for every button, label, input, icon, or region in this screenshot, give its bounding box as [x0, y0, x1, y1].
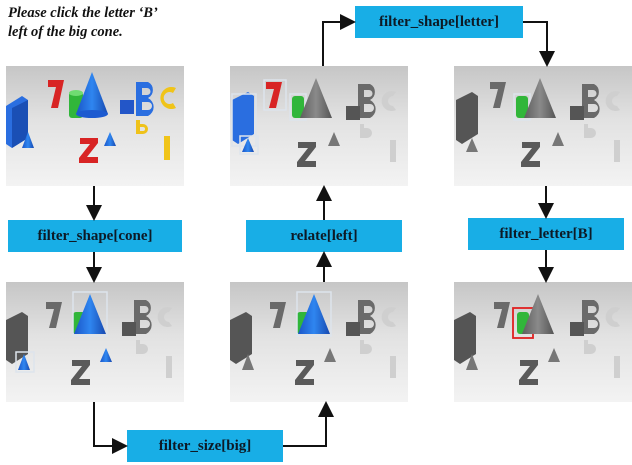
arrow-7 — [322, 14, 356, 66]
arrow-8 — [523, 21, 555, 67]
op-filter-size-big: filter_size[big] — [127, 430, 283, 462]
scene-filter-shape-cone — [6, 282, 184, 402]
scene-filter-letter-b — [454, 282, 632, 402]
scene-filter-shape-letter — [454, 66, 632, 186]
op-filter-size-big-label: filter_size[big] — [158, 437, 252, 454]
op-relate-left: relate[left] — [246, 220, 402, 252]
op-filter-shape-letter-label: filter_shape[letter] — [379, 13, 499, 30]
arrow-3 — [93, 402, 128, 454]
op-filter-shape-cone-label: filter_shape[cone] — [37, 227, 153, 244]
scene-relate-left — [230, 66, 408, 186]
op-relate-left-label: relate[left] — [290, 227, 358, 244]
question-line-2: left of the big cone. — [8, 24, 123, 40]
arrow-4 — [283, 401, 334, 447]
question-line-1: Please click the letter ‘B’ — [8, 5, 158, 21]
op-filter-letter-b: filter_letter[B] — [468, 218, 624, 250]
op-filter-letter-b-label: filter_letter[B] — [499, 225, 593, 242]
op-filter-shape-cone: filter_shape[cone] — [8, 220, 182, 252]
scene-original — [6, 66, 184, 186]
question-text: Please click the letter ‘B’ left of the … — [8, 4, 238, 42]
op-filter-shape-letter: filter_shape[letter] — [355, 6, 523, 38]
scene-filter-size-big — [230, 282, 408, 402]
